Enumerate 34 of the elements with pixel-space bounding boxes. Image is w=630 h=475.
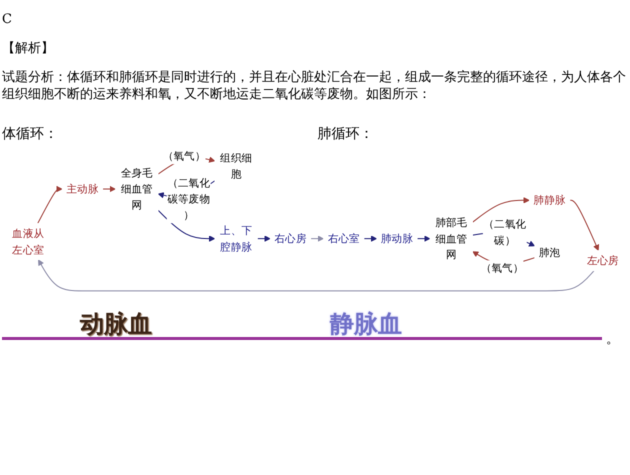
arrow [102, 186, 116, 192]
node-text: 肺动脉 [381, 232, 413, 245]
edge-label: （氧气） [162, 149, 206, 162]
node-text: 肺静脉 [534, 194, 566, 207]
node-text: 肺泡 [539, 246, 560, 260]
node-text: 左心房 [586, 254, 619, 267]
arrow [37, 186, 63, 224]
explanation-paragraph: 试题分析：体循环和肺循环是同时进行的，并且在心脏处汇合在一起，组成一条完整的循环途径，为人体各个组织细胞不断的运来养料和氧，又不断地运走二氧化碳等废物。如图所示： [2, 70, 626, 104]
section-heading: 【解析】 [2, 40, 55, 58]
band-label: 静脉血 [330, 312, 402, 336]
arrow [158, 210, 216, 242]
node-text: 右心室 [328, 232, 360, 245]
node-text: 组织细胞 [220, 151, 252, 180]
node-text: 全身毛细血管网 [120, 166, 153, 212]
arrow [257, 236, 271, 242]
edge-label: （二氧化碳） [484, 218, 526, 246]
punctuation-mark: 。 [606, 332, 619, 346]
arrow [364, 236, 378, 242]
band-label: 动脉血 [80, 312, 152, 336]
node-text: 血液从左心室 [12, 227, 44, 256]
node-text: 肺部毛细血管网 [435, 216, 468, 261]
row-label: 体循环： [2, 125, 58, 143]
arrow [569, 200, 600, 251]
edge-label: （二氧化碳等废物） [167, 176, 210, 222]
arrow [38, 259, 594, 292]
row-label: 肺循环： [318, 125, 374, 143]
answer-letter: C [2, 12, 13, 29]
node-text: 主动脉 [66, 182, 98, 196]
arrow [416, 236, 430, 242]
node-text: 右心房 [274, 232, 306, 245]
arrow [310, 236, 324, 242]
edge-label: （氧气） [480, 262, 524, 274]
arrow [472, 197, 530, 223]
node-text: 上、下腔静脉 [220, 224, 252, 253]
